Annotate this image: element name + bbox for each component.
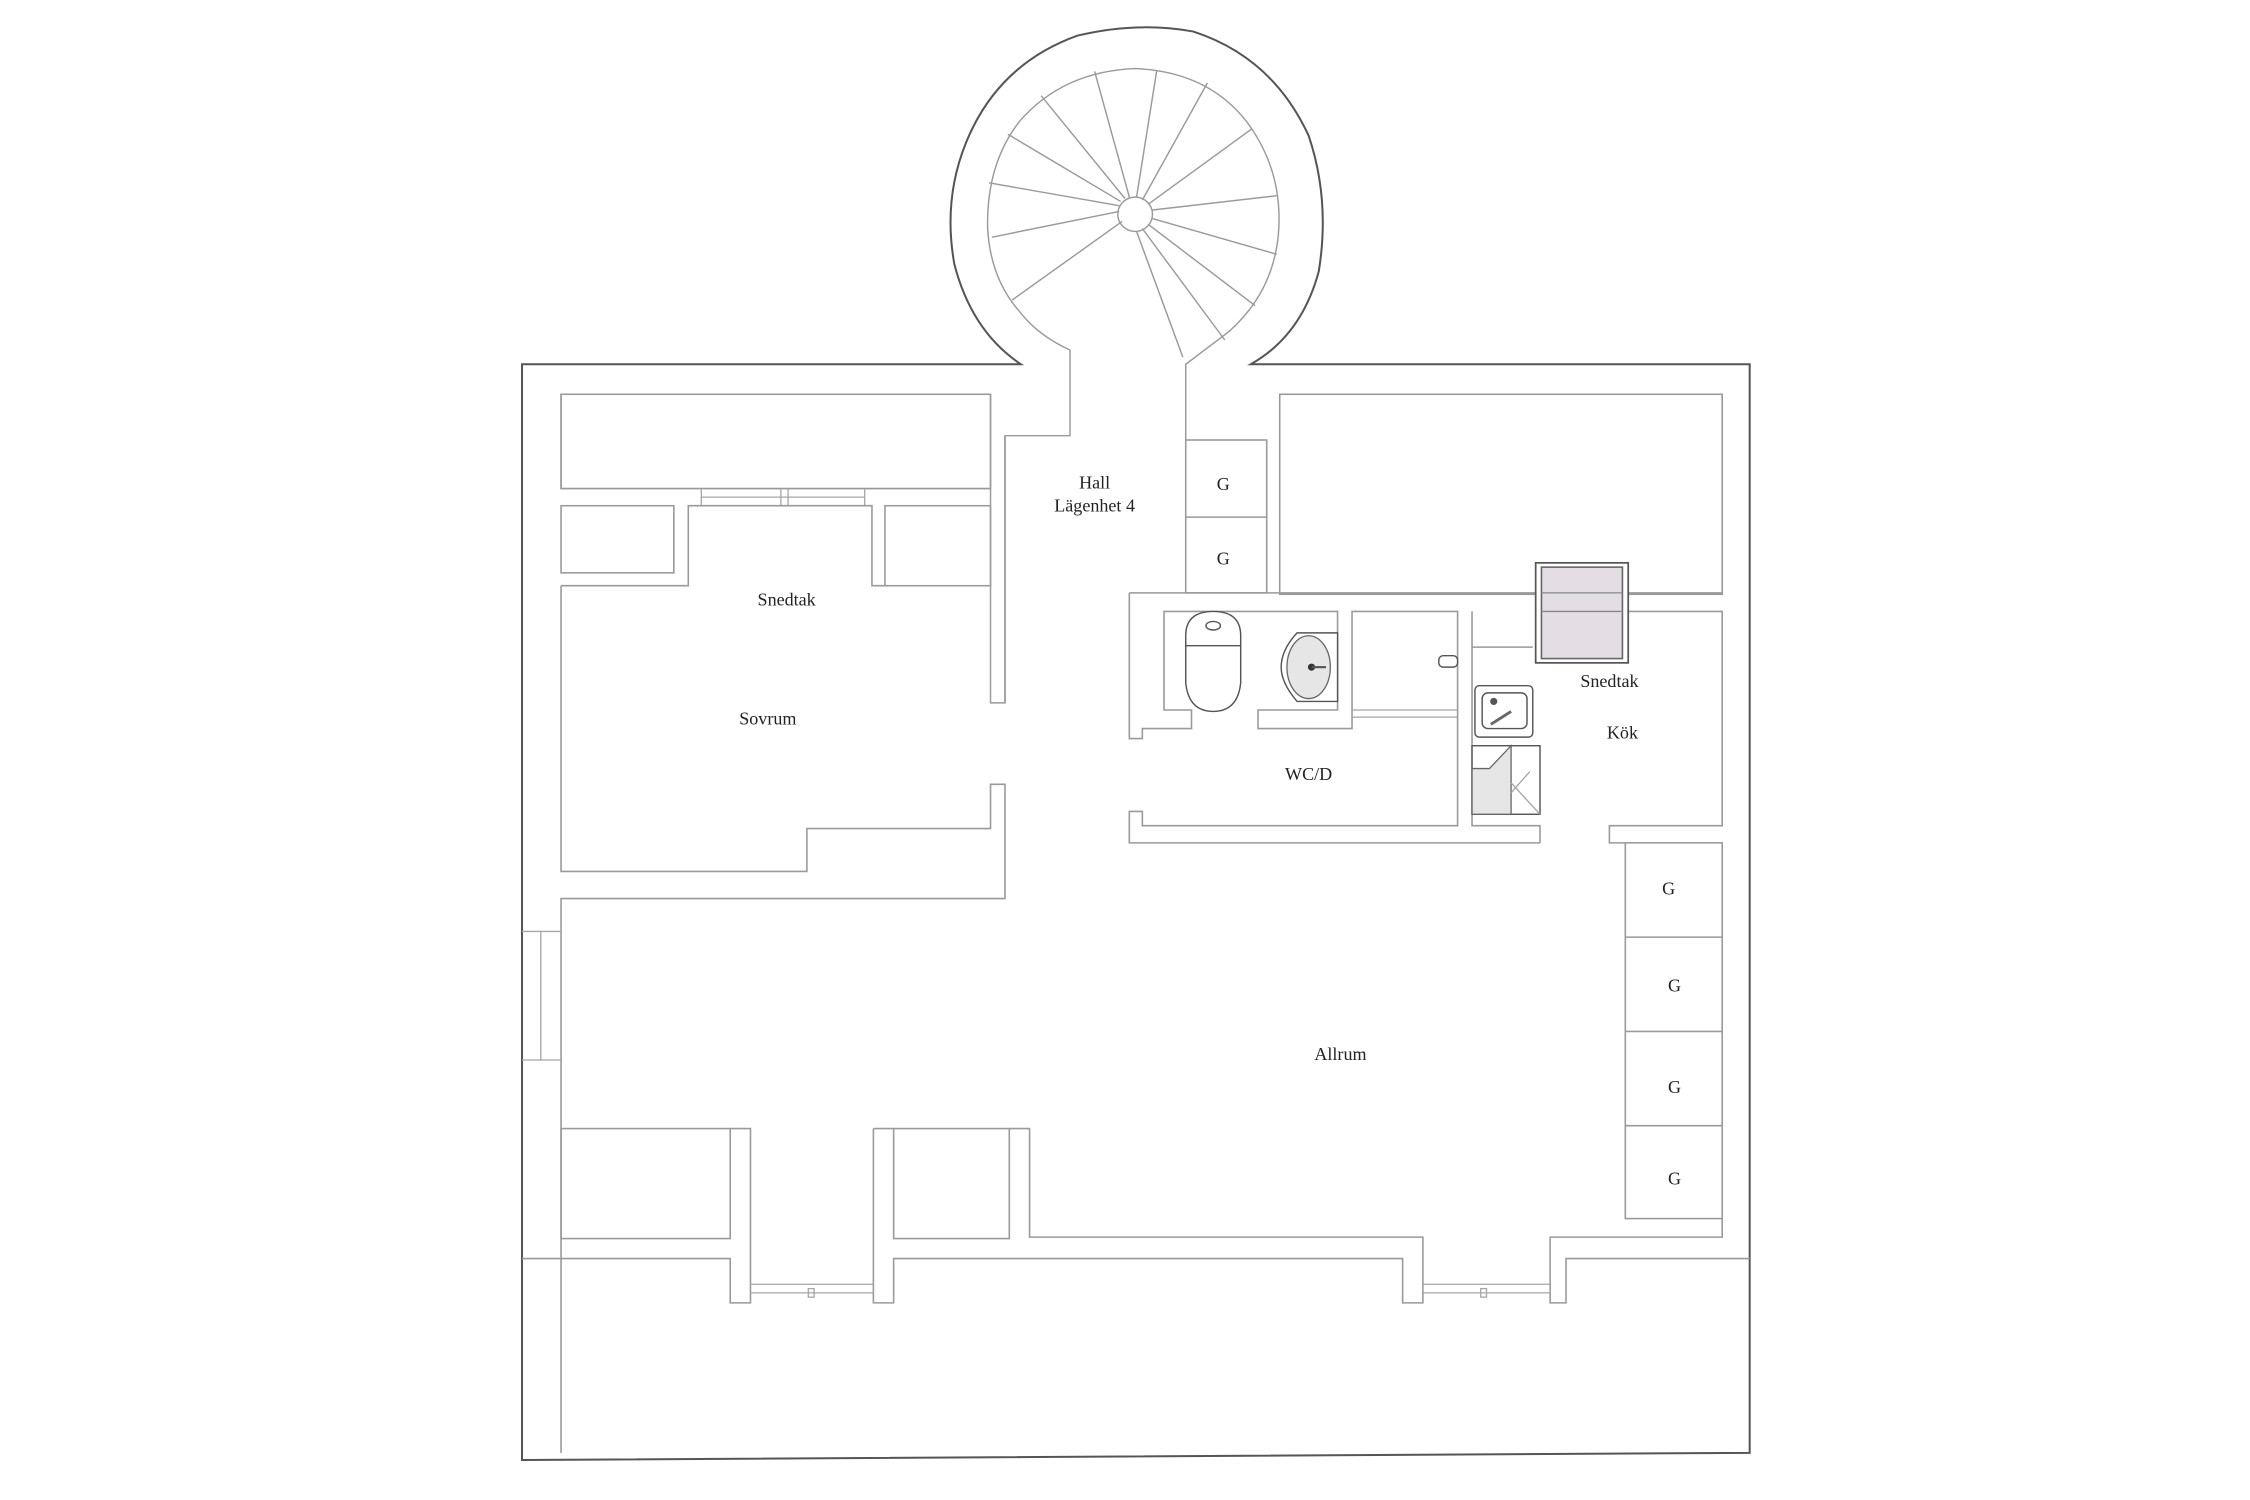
outer-walls: [520, 26, 1751, 1462]
kok-ceiling-label: Snedtak: [1580, 671, 1638, 691]
closet-label: G: [1217, 474, 1230, 494]
closet-label: G: [1662, 878, 1675, 898]
toilet-icon: [1185, 610, 1242, 713]
closet-label: G: [1668, 1077, 1681, 1097]
shower-head-icon: [1438, 655, 1459, 668]
kitchen-sink-icon: [1474, 685, 1534, 738]
closet-label: G: [1217, 548, 1230, 568]
interior-walls: [522, 393, 1750, 1453]
room-labels: Hall Lägenhet 4 Snedtak Sovrum WC/D Sned…: [739, 473, 1681, 1189]
washbasin-icon: [1280, 632, 1339, 703]
skylight-window: [1534, 562, 1630, 664]
closet-label: G: [1668, 1168, 1681, 1188]
hall-label: Hall: [1079, 473, 1110, 493]
stove-icon: [1471, 744, 1541, 815]
apartment-label: Lägenhet 4: [1054, 496, 1135, 516]
closet-label: G: [1668, 976, 1681, 996]
sovrum-ceiling-label: Snedtak: [758, 590, 816, 610]
wc-label: WC/D: [1285, 764, 1332, 784]
kok-label: Kök: [1607, 723, 1638, 743]
sovrum-label: Sovrum: [739, 708, 796, 728]
spiral-stair: [560, 67, 1280, 704]
allrum-label: Allrum: [1314, 1044, 1366, 1064]
